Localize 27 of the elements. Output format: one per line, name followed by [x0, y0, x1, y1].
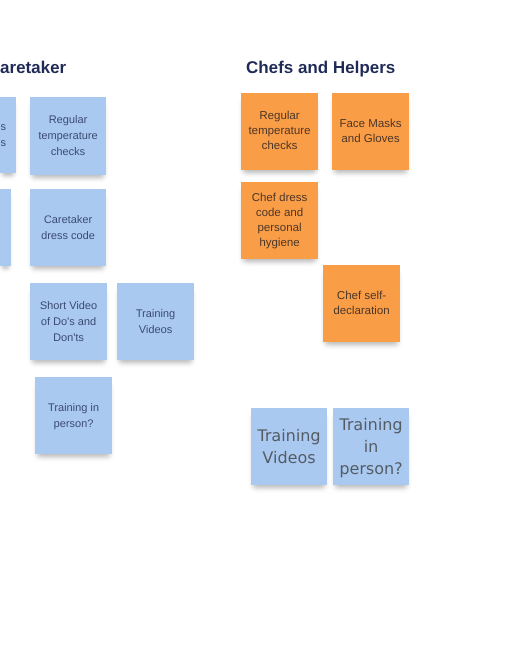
sticky-note: [241, 182, 318, 259]
note-text: Short Video of Do's and Don'ts: [38, 298, 98, 346]
sticky-note: [323, 265, 400, 342]
note-text: Training Videos: [256, 424, 322, 468]
note-text: Training in person?: [338, 414, 404, 480]
sticky-note: [35, 377, 112, 454]
sticky-note: [241, 93, 318, 170]
note-text: Regular temperature checks: [247, 109, 312, 154]
note-text: Training in person?: [47, 400, 100, 432]
group-heading: Chefs and Helpers: [246, 58, 396, 78]
note-text: Face Masks and Gloves: [338, 116, 402, 146]
sticky-note: [117, 283, 194, 360]
note-text: Caretaker dress code: [40, 212, 96, 244]
note-text: Chef self-declaration: [332, 288, 391, 318]
note-text: Chef dress code and personal hygiene: [250, 190, 308, 250]
sticky-note: [30, 189, 106, 266]
sticky-note: [0, 97, 16, 173]
sticky-note: [333, 408, 409, 485]
sticky-note: [30, 97, 106, 175]
group-heading: aretaker: [0, 58, 66, 78]
note-text: s s: [0, 120, 6, 151]
sticky-note: [0, 189, 11, 266]
note-text: Regular temperature checks: [37, 113, 99, 160]
sticky-note: [30, 283, 107, 360]
note-text: Training Videos: [134, 306, 176, 338]
sticky-note: [251, 408, 327, 485]
sticky-note: [332, 93, 409, 170]
